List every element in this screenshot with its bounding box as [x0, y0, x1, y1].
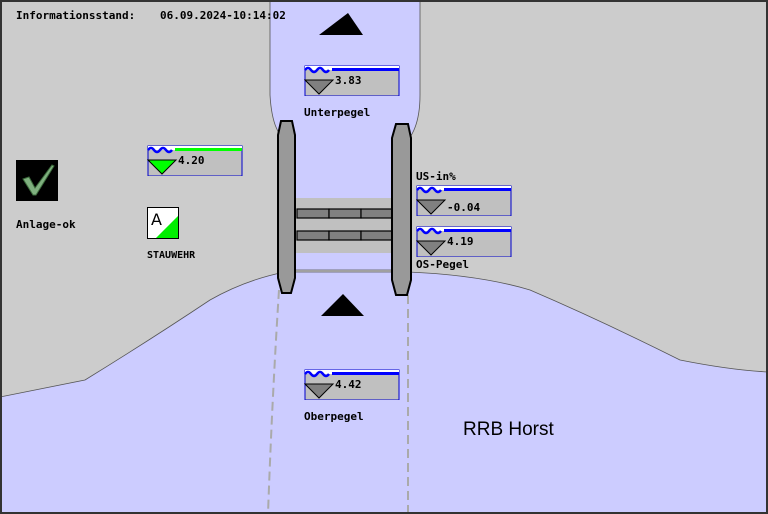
os-pegel-label: OS-Pegel: [416, 258, 469, 271]
channel-line-left: [267, 289, 280, 514]
gauge-value: 4.42: [335, 378, 362, 391]
mode-label: STAUWEHR: [147, 250, 196, 261]
unterpegel-label: Unterpegel: [304, 106, 371, 119]
gauge-us-in-pct[interactable]: -0.04: [415, 185, 512, 217]
water-level-gauge-icon: [303, 65, 400, 97]
gauge-unterpegel[interactable]: 3.83: [303, 65, 400, 97]
info-label: Informationsstand:: [16, 9, 136, 22]
info-timestamp: 06.09.2024-10:14:02: [160, 9, 286, 22]
flow-arrow-bottom-icon: [321, 294, 364, 316]
us-in-pct-label: US-in%: [416, 170, 456, 183]
gauge-os-pegel[interactable]: 4.19: [415, 226, 512, 258]
weir-deck: [295, 198, 395, 253]
weir-pier-right: [391, 123, 412, 296]
stauwehr-mode-button[interactable]: A: [147, 207, 179, 239]
water-level-gauge-icon: [415, 185, 512, 217]
gauge-oberpegel[interactable]: 4.42: [303, 369, 400, 401]
oberpegel-label: Oberpegel: [304, 410, 364, 423]
gauge-wehr[interactable]: 4.20: [146, 145, 243, 177]
checkmark-icon: [22, 164, 55, 196]
weir-gate-upper: [296, 208, 394, 219]
flow-arrow-top-icon: [319, 13, 363, 35]
weir-gate-lower: [296, 230, 394, 241]
gauge-value: -0.04: [447, 201, 481, 214]
automatic-mode-icon: A: [151, 210, 178, 238]
water-level-gauge-icon: [415, 226, 512, 258]
gauge-value: 4.19: [447, 235, 474, 248]
water-level-gauge-icon: [303, 369, 400, 401]
gauge-value: 4.20: [178, 154, 205, 167]
water-level-gauge-icon: [146, 145, 243, 177]
status-ok-button[interactable]: [16, 160, 58, 201]
weir-pier-left: [277, 120, 296, 294]
gauge-value: 3.83: [335, 74, 362, 87]
site-name: RRB Horst: [463, 419, 554, 440]
mode-letter: A: [151, 210, 162, 229]
status-label: Anlage-ok: [16, 218, 76, 231]
